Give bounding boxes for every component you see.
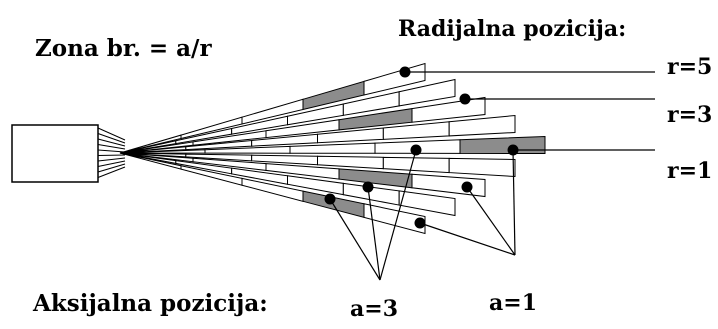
zone-cell [363, 203, 426, 235]
position-markers [324, 66, 519, 229]
radial-position-heading: Radijalna pozicija: [398, 16, 627, 42]
connector-lines [329, 71, 655, 281]
header-line [97, 138, 126, 147]
axial-leader-line [379, 149, 417, 281]
header-line [97, 166, 126, 178]
position-marker-dot [362, 181, 374, 193]
position-marker-dot [414, 217, 426, 229]
zone-cell [448, 157, 516, 178]
header-line [97, 160, 126, 167]
axial-leader-line [367, 186, 381, 281]
header-line [97, 149, 126, 153]
zone-cell [398, 78, 456, 107]
zone-cell [459, 135, 546, 155]
position-marker-dot [507, 144, 519, 156]
position-marker-dot [459, 93, 471, 105]
position-marker-dot [399, 66, 411, 78]
axial-leader-line [466, 186, 516, 256]
position-marker-dot [324, 193, 336, 205]
axial-leader-line [419, 222, 516, 256]
zone-cell [411, 173, 486, 198]
tube-header-lines [97, 127, 126, 178]
header-line [97, 157, 126, 162]
zone-cell [317, 155, 384, 170]
axial-leader-line [512, 149, 516, 256]
zone-cell [398, 190, 456, 217]
axial-label-a3: a=3 [350, 296, 398, 322]
radial-label-r1: r=1 [667, 158, 713, 184]
tube-header-box [11, 124, 99, 183]
header-line [97, 144, 126, 150]
position-marker-dot [461, 181, 473, 193]
header-line [97, 133, 126, 144]
radial-label-r3: r=3 [667, 102, 713, 128]
radial-label-r5: r=5 [667, 54, 713, 80]
position-marker-dot [410, 144, 422, 156]
zone-cell [289, 142, 376, 154]
axial-leader-line [329, 198, 381, 281]
header-line [97, 127, 126, 141]
axial-position-heading: Aksijalna pozicija: [33, 290, 268, 317]
header-line [97, 163, 126, 173]
zone-formula-label: Zona br. = a/r [35, 35, 212, 62]
header-line [97, 154, 126, 156]
axial-label-a1: a=1 [489, 290, 537, 316]
zone-cells [119, 62, 546, 235]
zone-cell [382, 156, 450, 174]
zone-cell [448, 114, 516, 137]
